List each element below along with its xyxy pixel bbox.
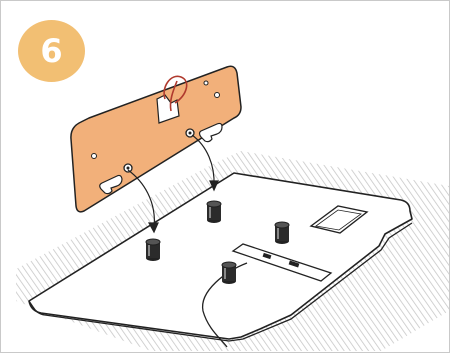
spacer-post: [207, 201, 221, 223]
spacer-post: [222, 262, 236, 284]
spacer-post: [275, 222, 289, 244]
spacer-post: [146, 239, 160, 261]
